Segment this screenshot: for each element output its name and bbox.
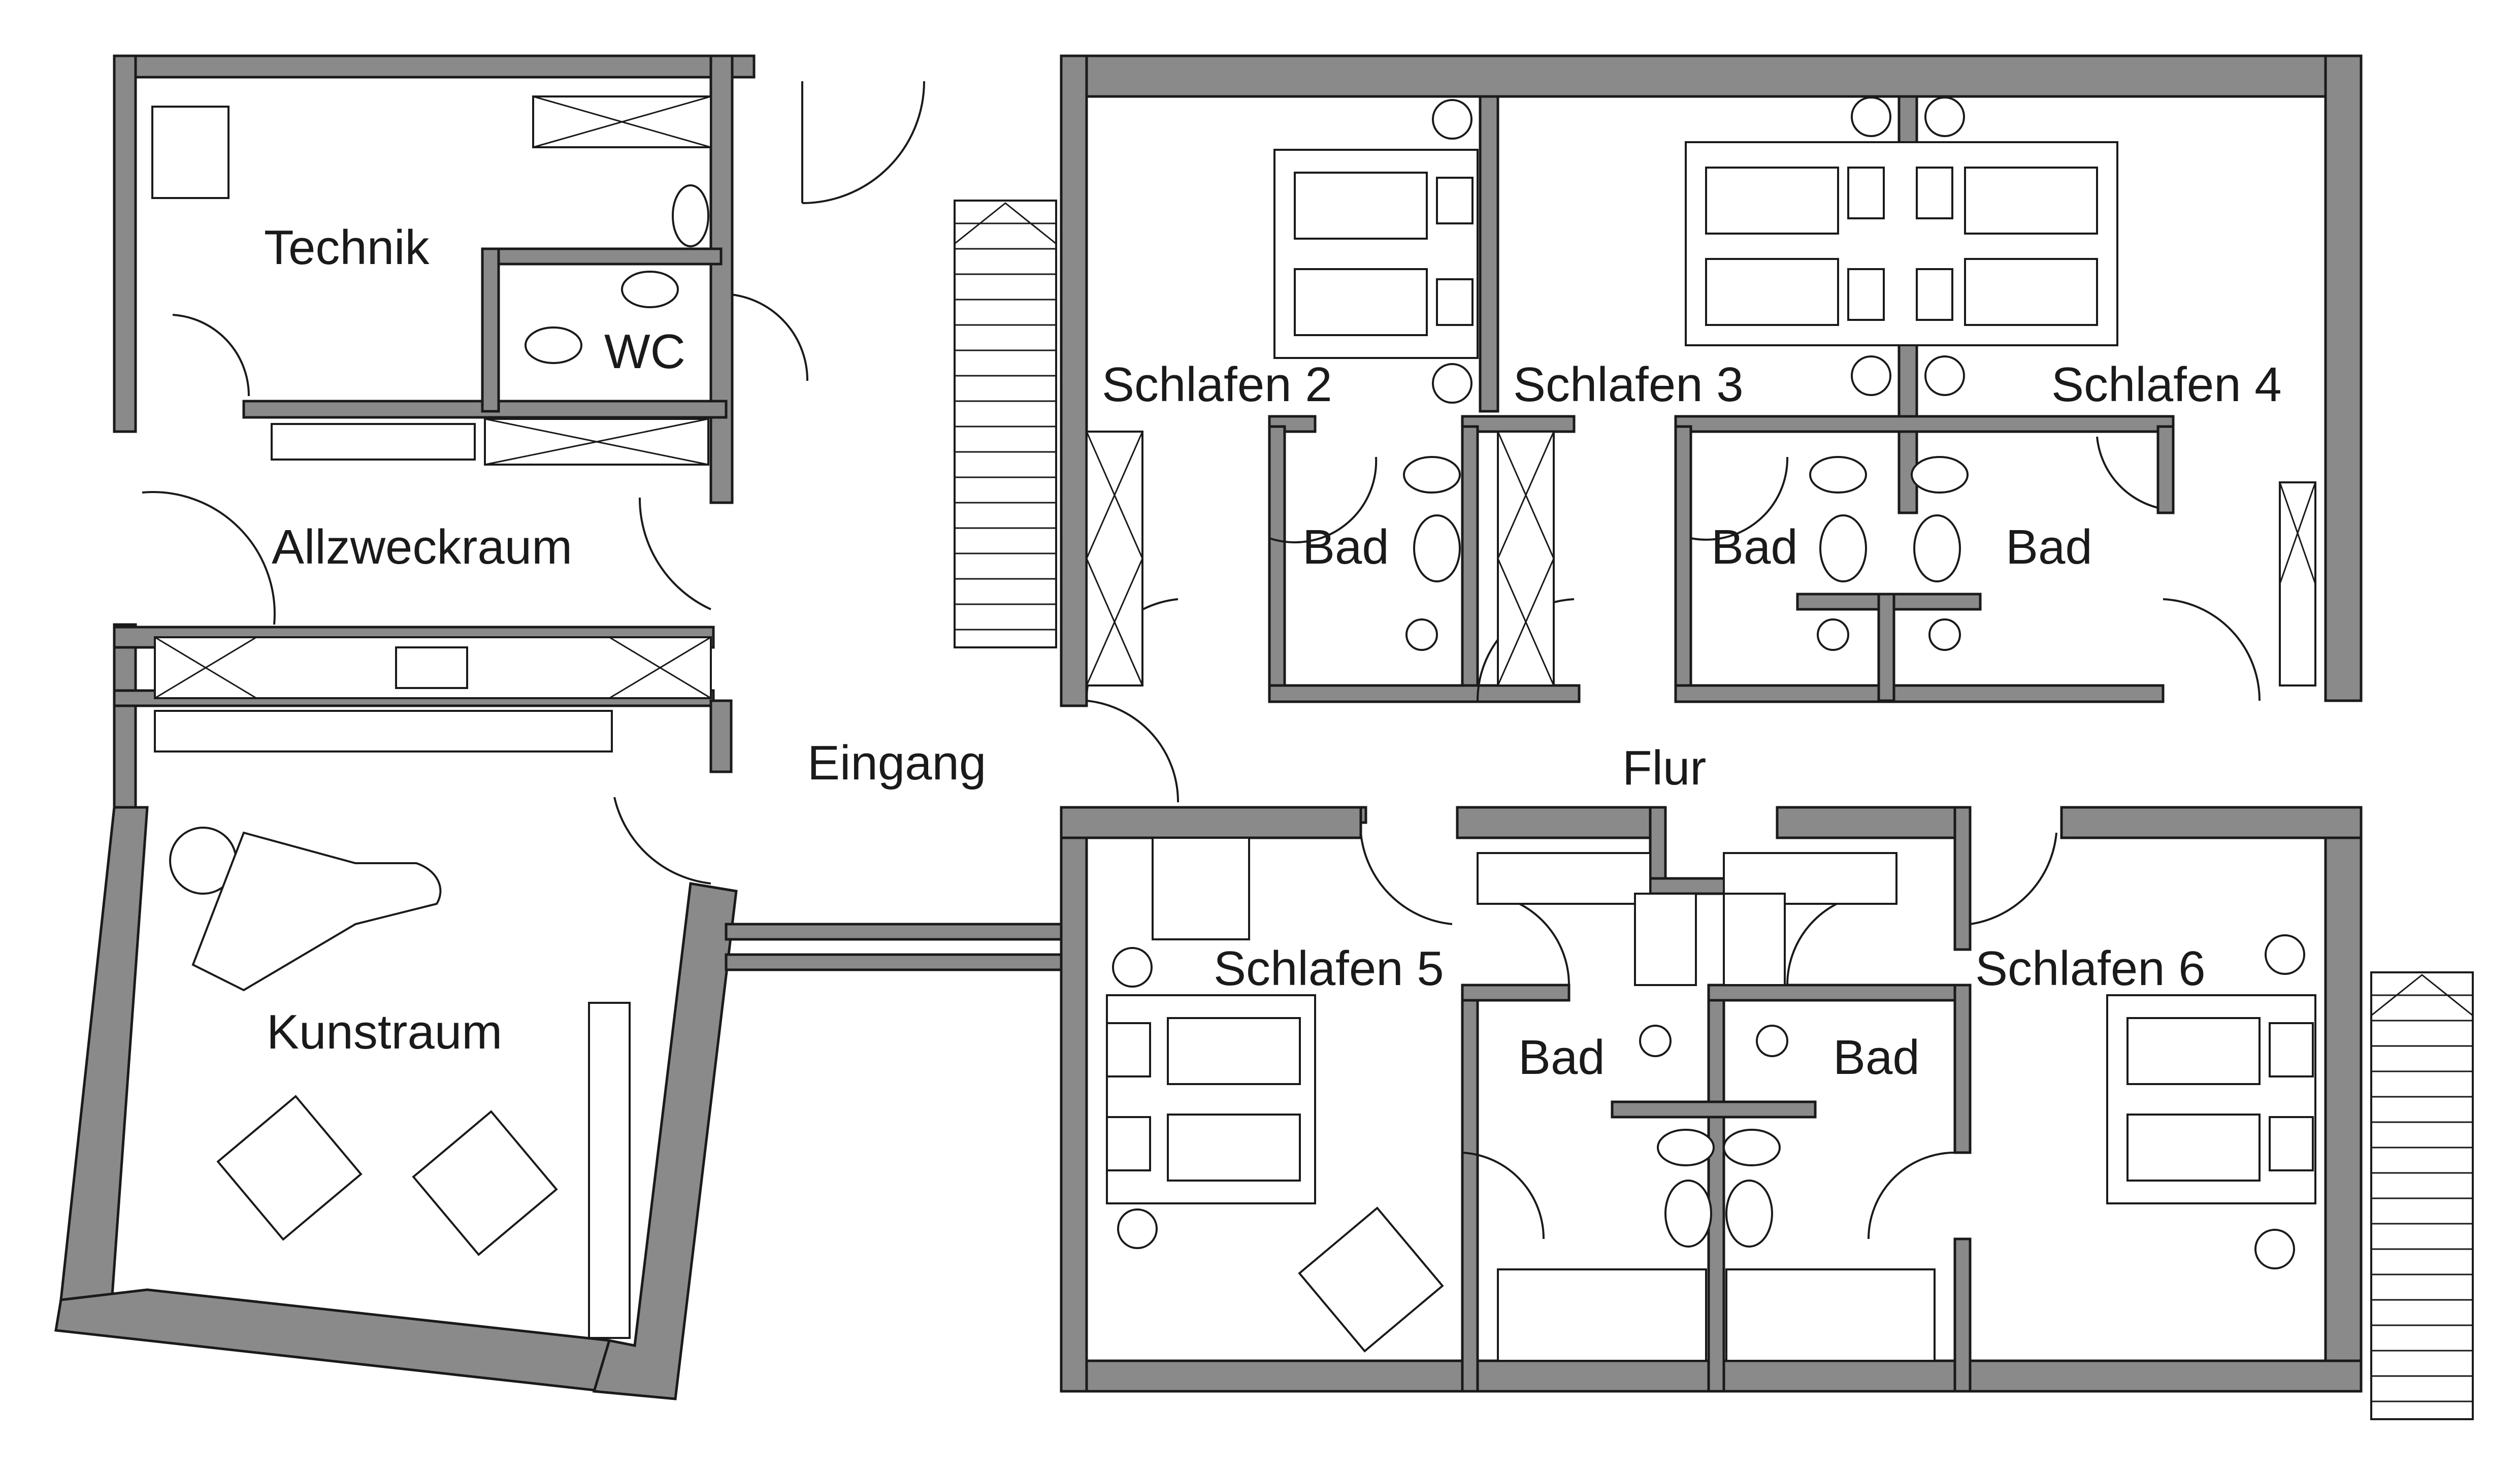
label-schlafen-3: Schlafen 3 bbox=[1513, 357, 1744, 412]
label-kunstraum: Kunstraum bbox=[267, 1005, 502, 1059]
label-bad-schlafen-2: Bad bbox=[1302, 520, 1389, 574]
east-wing-walls bbox=[1060, 54, 2363, 1393]
label-bad-schlafen-3: Bad bbox=[1711, 520, 1798, 574]
west-wing-walls bbox=[54, 54, 756, 1400]
label-schlafen-4: Schlafen 4 bbox=[2051, 357, 2282, 412]
room-labels: Technik WC Allzweckraum Kunstraum Eingan… bbox=[264, 220, 2282, 1085]
label-schlafen-6: Schlafen 6 bbox=[1975, 941, 2206, 996]
label-bad-schlafen-6: Bad bbox=[1833, 1030, 1920, 1085]
furniture bbox=[151, 95, 2316, 1362]
label-allzweckraum: Allzweckraum bbox=[272, 520, 572, 574]
label-eingang: Eingang bbox=[807, 736, 986, 790]
label-wc: WC bbox=[604, 324, 685, 379]
label-schlafen-5: Schlafen 5 bbox=[1214, 941, 1444, 996]
label-flur: Flur bbox=[1622, 741, 1706, 795]
label-bad-schlafen-5: Bad bbox=[1518, 1030, 1605, 1085]
entrance-walls bbox=[725, 923, 1063, 971]
stairs bbox=[954, 200, 2474, 1420]
label-schlafen-2: Schlafen 2 bbox=[1102, 357, 1332, 412]
label-bad-schlafen-4: Bad bbox=[2006, 520, 2092, 574]
label-technik: Technik bbox=[264, 220, 430, 275]
